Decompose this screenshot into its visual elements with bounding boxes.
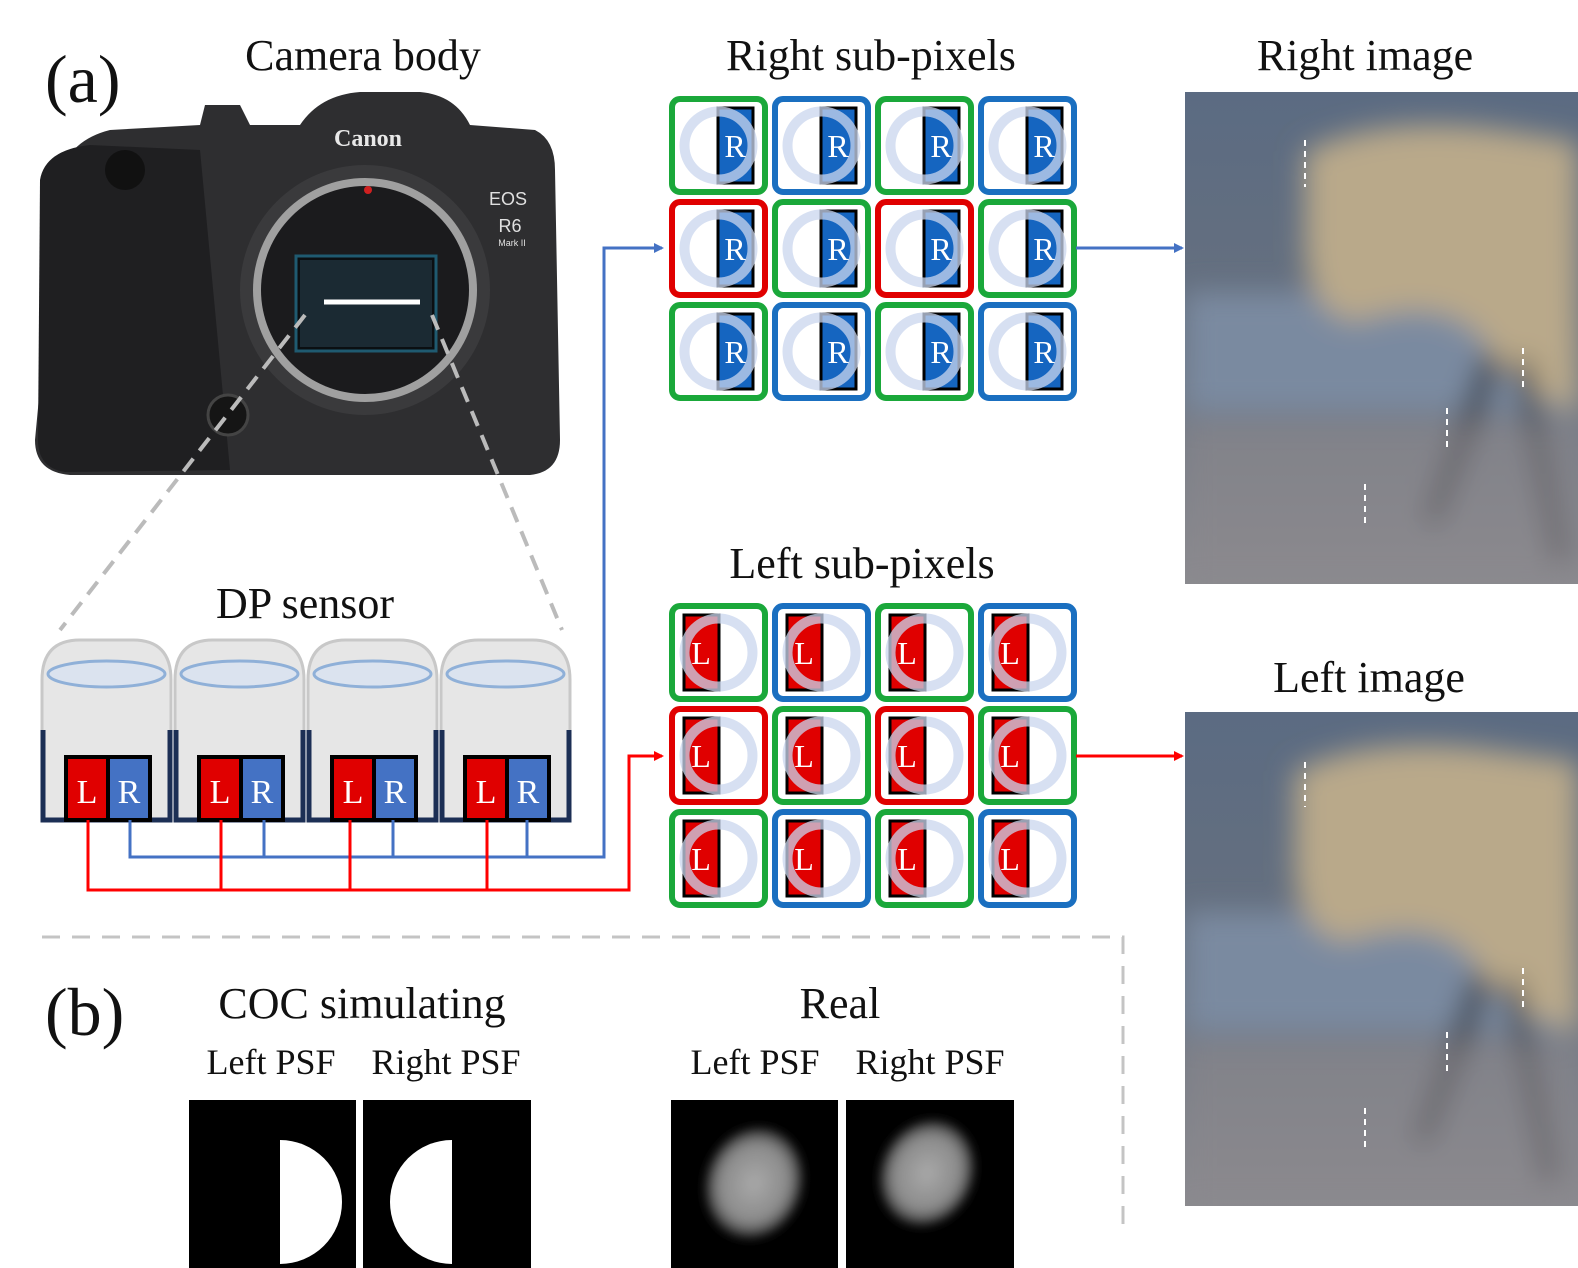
sensor-left-label: L — [476, 774, 497, 811]
right-subpixel: R — [875, 199, 974, 298]
left-subpixel-letter: L — [691, 635, 711, 671]
right-subpixel-letter: R — [930, 128, 952, 164]
left-subpixel-letter: L — [794, 841, 814, 877]
camera-illustration: Canon EOS R6 Mark II — [35, 92, 560, 475]
right-subpixel: R — [978, 96, 1077, 195]
left-subpixel: L — [875, 603, 974, 702]
sensor-right-label: R — [251, 774, 274, 811]
left-subpixel: L — [978, 603, 1077, 702]
camera-model-line3: Mark II — [498, 238, 526, 248]
right-subpixel-letter: R — [1033, 231, 1055, 267]
left-subpixel: L — [772, 809, 871, 908]
left-wiring — [86, 751, 664, 892]
right-subpixel: R — [669, 96, 768, 195]
left-subpixel-letter: L — [897, 738, 917, 774]
left-subpixel-grid: L L L L L L L L L L L L — [669, 603, 1077, 908]
right-subpixel: R — [875, 302, 974, 401]
left-subpixel-letter: L — [691, 738, 711, 774]
real-right-psf — [846, 1100, 1014, 1268]
real-title: Real — [800, 979, 881, 1028]
right-subpixel-letter: R — [930, 231, 952, 267]
right-wiring — [128, 243, 664, 859]
panel-a-tag: (a) — [45, 41, 120, 117]
right-subpixel: R — [978, 302, 1077, 401]
camera-brand: Canon — [334, 126, 402, 152]
sim-right-psf — [363, 1100, 531, 1268]
right-subpixel-letter: R — [827, 231, 849, 267]
camera-model-line1: EOS — [489, 189, 527, 209]
left-subpixel: L — [875, 706, 974, 805]
sim-left-psf — [189, 1100, 356, 1268]
dp-sensor-title: DP sensor — [216, 579, 394, 628]
right-subpixel: R — [669, 302, 768, 401]
right-image-title: Right image — [1257, 31, 1473, 80]
sim-right-psf-label: Right PSF — [371, 1042, 520, 1082]
right-subpixel-letter: R — [724, 231, 746, 267]
right-subpixels-title: Right sub-pixels — [726, 31, 1016, 80]
sensor-left-label: L — [343, 774, 364, 811]
left-subpixel: L — [772, 706, 871, 805]
left-image-title: Left image — [1273, 653, 1465, 702]
sensor-left-label: L — [77, 774, 98, 811]
right-subpixel-letter: R — [1033, 334, 1055, 370]
left-subpixel-letter: L — [1000, 738, 1020, 774]
sensor-right-label: R — [384, 774, 407, 811]
real-left-psf-label: Left PSF — [690, 1042, 819, 1082]
panel-b-tag: (b) — [45, 974, 124, 1050]
sensor-right-label: R — [517, 774, 540, 811]
right-subpixel-letter: R — [827, 334, 849, 370]
left-subpixel-letter: L — [1000, 635, 1020, 671]
left-subpixel: L — [875, 809, 974, 908]
right-subpixel: R — [772, 302, 871, 401]
real-right-psf-label: Right PSF — [855, 1042, 1004, 1082]
right-subpixel: R — [772, 96, 871, 195]
camera-model-line2: R6 — [498, 216, 521, 236]
left-subpixels-title: Left sub-pixels — [729, 539, 994, 588]
real-left-psf — [671, 1100, 838, 1268]
right-subpixel: R — [875, 96, 974, 195]
left-subpixel-letter: L — [1000, 841, 1020, 877]
left-image — [1185, 712, 1578, 1206]
right-subpixel-letter: R — [724, 128, 746, 164]
right-subpixel: R — [669, 199, 768, 298]
left-subpixel-letter: L — [794, 738, 814, 774]
left-subpixel-letter: L — [691, 841, 711, 877]
right-subpixel-letter: R — [1033, 128, 1055, 164]
right-subpixel: R — [772, 199, 871, 298]
panel-b-separator — [42, 935, 1125, 1225]
left-subpixel-letter: L — [897, 841, 917, 877]
sim-left-psf-label: Left PSF — [206, 1042, 335, 1082]
left-subpixel: L — [772, 603, 871, 702]
zoom-guides — [58, 313, 564, 632]
right-subpixel-letter: R — [724, 334, 746, 370]
left-subpixel: L — [669, 809, 768, 908]
right-subpixel-letter: R — [930, 334, 952, 370]
sensor-left-label: L — [210, 774, 231, 811]
camera-body-title: Camera body — [245, 31, 481, 80]
sensor-right-label: R — [118, 774, 141, 811]
left-subpixel-letter: L — [794, 635, 814, 671]
right-subpixel-grid: R R R R R R R R R R R R — [669, 96, 1077, 401]
right-subpixel-letter: R — [827, 128, 849, 164]
left-subpixel: L — [669, 603, 768, 702]
left-subpixel: L — [669, 706, 768, 805]
left-subpixel: L — [978, 706, 1077, 805]
right-image — [1185, 92, 1578, 584]
left-subpixel: L — [978, 809, 1077, 908]
right-subpixel: R — [978, 199, 1077, 298]
coc-simulating-title: COC simulating — [218, 979, 505, 1028]
left-subpixel-letter: L — [897, 635, 917, 671]
